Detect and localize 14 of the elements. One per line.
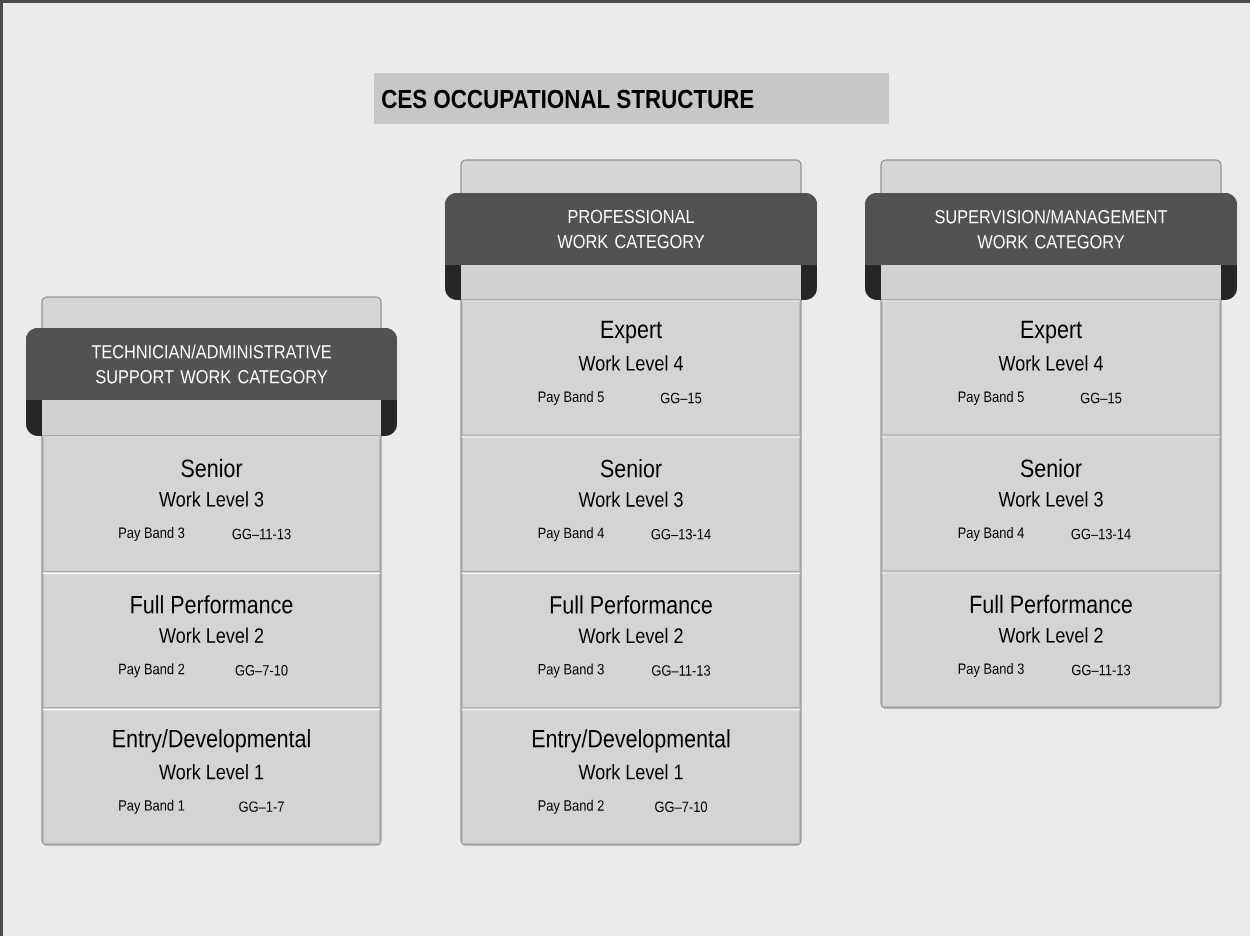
level-cell: Senior Work Level 3 Pay Band 4 GG–13-14 [881, 436, 1221, 572]
title-band: CES OCCUPATIONAL STRUCTURE [374, 73, 889, 124]
category-banner: TECHNICIAN/ADMINISTRATIVE SUPPORT WORK CATEGORY [26, 328, 397, 437]
level-cell: Entry/Developmental Work Level 1 Pay Band 1 GG–1-7 [42, 709, 381, 845]
category-banner: PROFESSIONAL WORK CATEGORY [445, 193, 817, 301]
level-cell: Expert Work Level 4 Pay Band 5 GG–15 [881, 300, 1221, 436]
level-cell: Full Performance Work Level 2 Pay Band 2 GG–7-10 [42, 572, 381, 709]
category-banner: SUPERVISION/MANAGEMENT WORK CATEGORY [865, 193, 1237, 301]
level-cell: Senior Work Level 3 Pay Band 4 GG–13-14 [461, 436, 801, 572]
level-cell: Full Performance Work Level 2 Pay Band 3 GG–11-13 [881, 572, 1221, 708]
level-cell: Entry/Developmental Work Level 1 Pay Band 2 GG–7-10 [461, 709, 801, 845]
level-cell: Full Performance Work Level 2 Pay Band 3 GG–11-13 [461, 572, 801, 709]
level-cell: Expert Work Level 4 Pay Band 5 GG–15 [461, 300, 801, 436]
level-cell: Senior Work Level 3 Pay Band 3 GG–11-13 [42, 436, 381, 572]
